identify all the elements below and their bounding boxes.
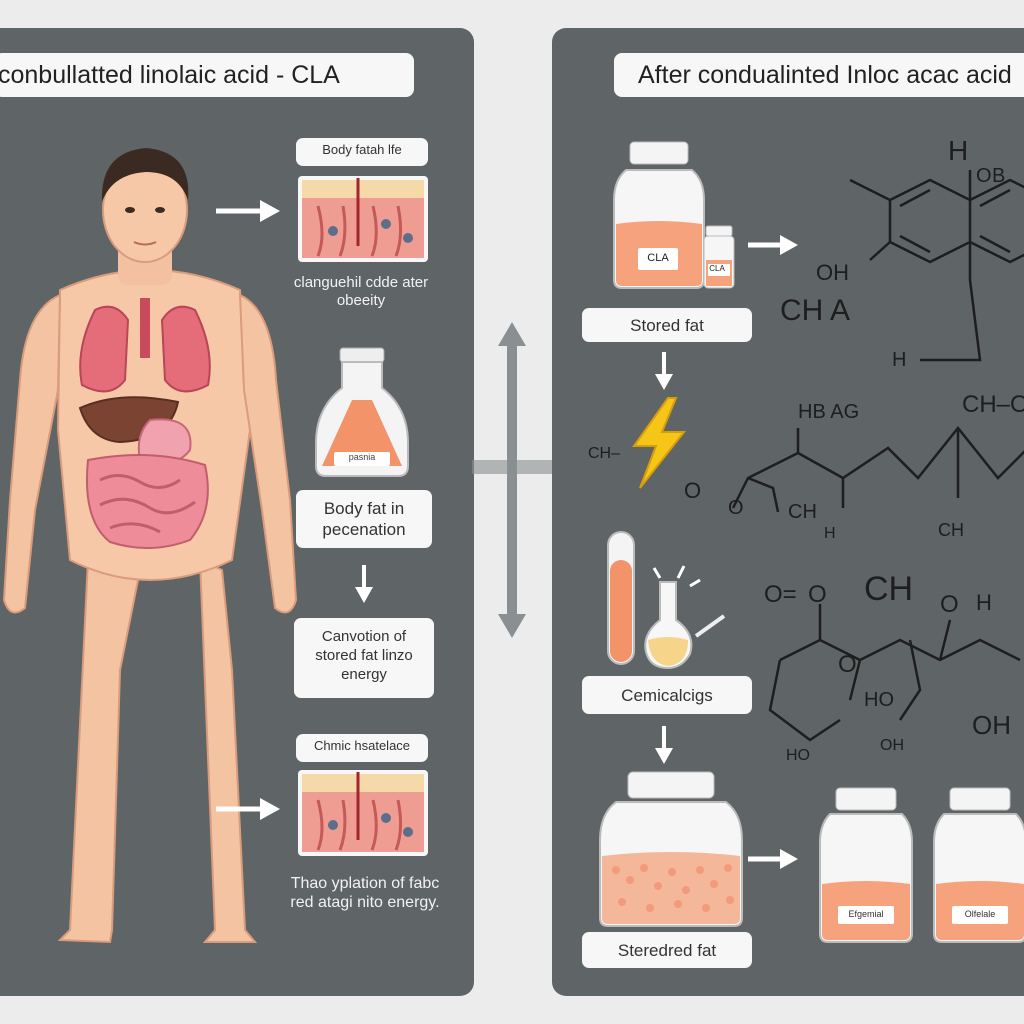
chemical-structure-middle: CH–O HB AG CH– O CH O CH H [588, 391, 1024, 542]
test-tubes-illustration [607, 531, 726, 670]
box-fat-label: Body fat in pecenation [296, 490, 432, 548]
chem-label: B [992, 165, 1005, 187]
right-arrow-icon [216, 798, 280, 820]
chem-label: H [948, 135, 968, 166]
cla-bottle-illustration [613, 141, 735, 289]
right-arrow-icon [216, 200, 280, 222]
card1-caption: clanguehil cdde ater obeeity [293, 274, 429, 309]
stereo-fat-label: Steredred fat [582, 932, 752, 968]
chemical-structure-bottom: CH O= O O O H HO OH HO OH [764, 570, 1021, 764]
right-arm [238, 293, 298, 614]
left-panel-title: conbullatted linolaic acid - CLA [0, 53, 414, 97]
chem-label: CH– [588, 445, 620, 462]
bottle-small-label: CLA [709, 264, 725, 273]
chem-label: O [728, 497, 744, 519]
chem-label: HO [864, 689, 894, 711]
chemicals-label: Cemicalcigs [582, 676, 752, 714]
left-arm [2, 293, 62, 614]
chem-label: CH–O [962, 391, 1024, 418]
fat-jar-illustration [599, 771, 743, 927]
bottle-b-label: Olfelale [964, 909, 996, 919]
down-arrow-icon [655, 352, 673, 390]
bottle-b-illustration [933, 787, 1024, 943]
chem-label: HO [786, 747, 810, 764]
lightning-icon [632, 397, 687, 489]
chem-label: O [838, 651, 857, 678]
chem-label: O [684, 478, 701, 503]
legs-right [198, 558, 258, 943]
box-conversion-label: Canvotion of stored fat linzo energy [294, 618, 434, 698]
bottle-a-label: Efgemial [848, 909, 884, 919]
right-panel-title: After condualinted Inloc acac acid [614, 53, 1024, 97]
chem-label: O [940, 591, 959, 618]
chem-label: HB AG [798, 401, 859, 423]
flask-illustration [315, 347, 409, 477]
down-arrow-icon [655, 726, 673, 764]
chem-label: O [808, 581, 827, 608]
chem-label: O [976, 165, 992, 187]
card2-label: Chmic hsatelace [296, 734, 428, 762]
stored-fat-label: Stored fat [582, 308, 752, 342]
skin-cross-section-illustration [298, 176, 428, 262]
chem-label: OH [816, 260, 849, 285]
legs [57, 558, 142, 944]
lungs-illustration [79, 305, 130, 393]
chem-label: OH [880, 737, 904, 754]
down-arrow-icon [355, 565, 373, 603]
chem-label: CH [938, 520, 964, 540]
chemical-structure-top: H O B OH CH A H [780, 135, 1024, 371]
chem-label: H [824, 525, 836, 542]
card1-label: Body fatah lfe [296, 138, 428, 166]
chem-label: O= [764, 581, 797, 608]
chem-label: H [892, 349, 906, 371]
card2-caption: Thao yplation of fabc red atagi nito ene… [290, 875, 440, 912]
chem-label: H [976, 590, 992, 615]
chem-label: CH A [780, 294, 850, 327]
right-arrow-icon [748, 849, 798, 869]
bottle-label: pasnia [348, 452, 376, 462]
right-arrow-icon [748, 235, 798, 255]
human-body-illustration [2, 148, 298, 944]
hair [101, 148, 189, 202]
bottle-a-illustration [819, 787, 913, 943]
skin-cross-section-illustration-2 [298, 770, 428, 856]
chem-label: CH [788, 501, 817, 523]
chem-label: CH [864, 570, 913, 608]
bottle-cla-label: CLA [647, 252, 669, 264]
chem-label: OH [972, 710, 1011, 740]
vertical-double-arrow-icon [472, 322, 552, 638]
